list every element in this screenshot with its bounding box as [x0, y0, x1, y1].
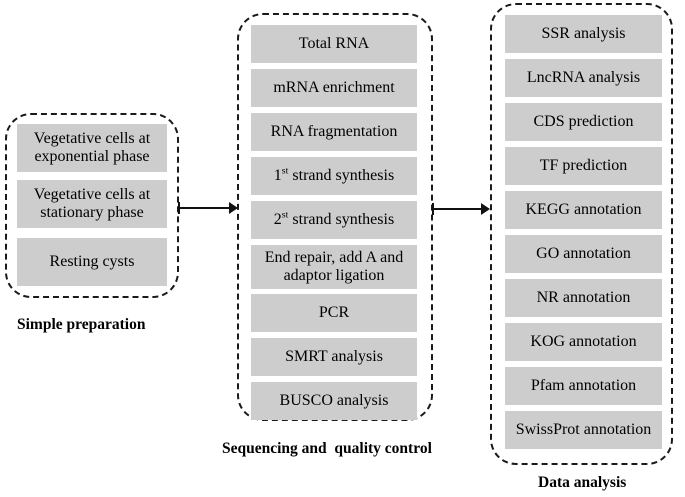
- node-cds-prediction[interactable]: CDS prediction: [505, 103, 662, 141]
- node-label: Pfam annotation: [530, 377, 637, 395]
- node-label: mRNA enrichment: [273, 79, 395, 97]
- node-vegetative-stationary[interactable]: Vegetative cells at stationary phase: [17, 180, 167, 228]
- node-smrt-analysis[interactable]: SMRT analysis: [251, 338, 417, 376]
- node-vegetative-exponential[interactable]: Vegetative cells at exponential phase: [17, 124, 167, 172]
- node-label: LncRNA analysis: [526, 69, 641, 87]
- node-label: SwissProt annotation: [515, 421, 652, 439]
- node-label: SSR analysis: [541, 25, 626, 43]
- caption-sequencing-quality-control: Sequencing and quality control: [222, 440, 432, 457]
- node-label: KEGG annotation: [525, 201, 642, 219]
- arrow-head: [481, 203, 490, 215]
- node-label: PCR: [318, 304, 350, 322]
- node-label-superscript: st: [281, 165, 289, 177]
- caption-simple-preparation: Simple preparation: [17, 316, 146, 333]
- node-label: GO annotation: [536, 245, 631, 263]
- arrow-shaft: [178, 207, 230, 209]
- node-kegg-annotation[interactable]: KEGG annotation: [505, 191, 662, 229]
- node-tf-prediction[interactable]: TF prediction: [505, 147, 662, 185]
- caption-data-analysis: Data analysis: [538, 474, 627, 491]
- node-busco-analysis[interactable]: BUSCO analysis: [251, 382, 417, 420]
- node-label-tail: strand synthesis: [288, 167, 395, 185]
- node-second-strand-synthesis[interactable]: 2st strand synthesis: [251, 201, 417, 239]
- node-label-superscript: st: [281, 209, 289, 221]
- arrow-shaft: [432, 208, 482, 210]
- node-label-tail: strand synthesis: [288, 211, 395, 229]
- node-label: Vegetative cells at stationary phase: [33, 186, 151, 221]
- node-label: KOG annotation: [530, 333, 637, 351]
- node-label: Vegetative cells at exponential phase: [33, 130, 151, 165]
- node-label: CDS prediction: [533, 113, 634, 131]
- node-label: RNA fragmentation: [270, 123, 398, 141]
- node-total-rna[interactable]: Total RNA: [251, 25, 417, 63]
- node-end-repair-adaptor-ligation[interactable]: End repair, add A and adaptor ligation: [251, 245, 417, 289]
- node-pfam-annotation[interactable]: Pfam annotation: [505, 367, 662, 405]
- node-label: Total RNA: [298, 35, 370, 53]
- node-label: NR annotation: [536, 289, 631, 307]
- node-label: 2: [273, 211, 282, 229]
- node-rna-fragmentation[interactable]: RNA fragmentation: [251, 113, 417, 151]
- node-mrna-enrichment[interactable]: mRNA enrichment: [251, 69, 417, 107]
- arrow-head: [229, 202, 238, 214]
- node-label: BUSCO analysis: [279, 392, 389, 410]
- node-pcr[interactable]: PCR: [251, 294, 417, 332]
- node-label: TF prediction: [539, 157, 628, 175]
- node-label: SMRT analysis: [285, 348, 383, 366]
- group-sequencing-quality-control: [237, 13, 433, 421]
- group-data-analysis: [490, 3, 673, 465]
- node-nr-annotation[interactable]: NR annotation: [505, 279, 662, 317]
- node-resting-cysts[interactable]: Resting cysts: [17, 238, 167, 286]
- node-ssr-analysis[interactable]: SSR analysis: [505, 15, 662, 53]
- node-swissprot-annotation[interactable]: SwissProt annotation: [505, 411, 662, 449]
- arrow-seq-to-data: [432, 203, 492, 215]
- node-label: Resting cysts: [49, 253, 135, 271]
- node-first-strand-synthesis[interactable]: 1st strand synthesis: [251, 157, 417, 195]
- node-lncrna-analysis[interactable]: LncRNA analysis: [505, 59, 662, 97]
- arrow-prep-to-seq: [178, 202, 238, 214]
- node-go-annotation[interactable]: GO annotation: [505, 235, 662, 273]
- node-label: End repair, add A and adaptor ligation: [264, 249, 404, 284]
- node-label: 1: [273, 167, 282, 185]
- node-kog-annotation[interactable]: KOG annotation: [505, 323, 662, 361]
